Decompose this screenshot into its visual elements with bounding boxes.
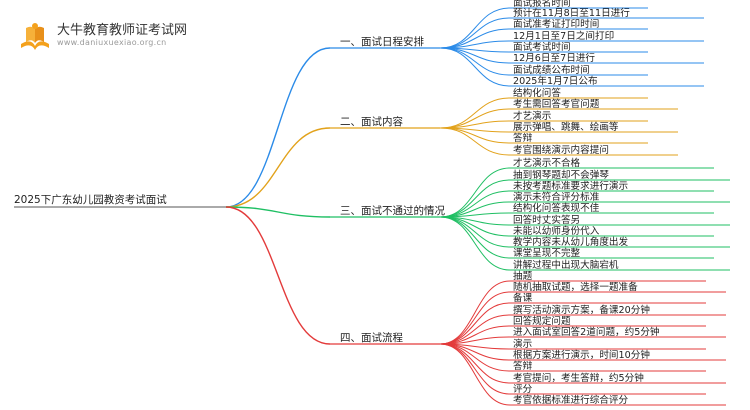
child-connector	[439, 28, 511, 49]
child-connector	[439, 314, 511, 345]
child-connector	[439, 7, 511, 49]
child-label: 备课	[513, 292, 533, 304]
child-label: 未按考题标准要求进行演示	[513, 180, 629, 192]
child-label: 才艺演示不合格	[513, 157, 581, 169]
child-label: 抽题	[513, 270, 533, 282]
child-connector	[439, 216, 511, 271]
child-connector	[439, 97, 511, 129]
site-logo: 大牛教育教师证考试网 www.daniuxuexiao.org.cn	[17, 17, 227, 53]
child-label: 结构化问答	[513, 87, 561, 99]
child-label: 2025年1月7日公布	[513, 75, 598, 87]
child-label: 面试准考证打印时间	[513, 18, 599, 30]
child-label: 答辩	[513, 360, 533, 372]
branch-label: 四、面试流程	[340, 331, 403, 344]
child-label: 结构化问答表现不佳	[513, 202, 600, 214]
child-label: 演示	[513, 338, 533, 350]
child-label: 回答时丈实答另	[513, 214, 580, 226]
child-connector	[439, 216, 511, 237]
branch-connector	[225, 206, 331, 218]
child-connector	[439, 108, 511, 129]
branch-label: 三、面试不通过的情况	[340, 204, 445, 217]
child-connector	[439, 302, 511, 345]
child-label: 演示未符合评分标准	[513, 191, 600, 203]
branch-label: 一、面试日程安排	[340, 35, 424, 48]
branch-label: 二、面试内容	[340, 115, 403, 128]
child-label: 考生需回答考官问题	[513, 98, 600, 110]
branch-connector	[225, 127, 331, 208]
branch-connector	[225, 206, 331, 345]
child-connector	[439, 47, 511, 87]
child-connector	[439, 343, 511, 406]
child-label: 回答规定问题	[513, 315, 571, 327]
child-connector	[439, 291, 511, 345]
child-connector	[439, 343, 511, 372]
child-label: 随机抽取试题，选择一题准备	[513, 281, 638, 293]
child-label: 进入面试室回答2道问题，约5分钟	[513, 326, 660, 338]
child-label: 未能以幼师身份代入	[513, 225, 600, 237]
child-label: 才艺演示	[513, 110, 552, 122]
logo-title: 大牛教育教师证考试网	[57, 23, 188, 38]
child-label: 根据方案进行演示，时间10分钟	[513, 349, 650, 361]
child-label: 考官提问，考生答辩，约5分钟	[513, 372, 644, 384]
child-label: 考官围绕演示内容提问	[513, 144, 609, 156]
child-connector	[439, 280, 511, 345]
child-label: 12月6日至7日进行	[513, 52, 595, 64]
child-label: 预计在11月8日至11日进行	[513, 7, 630, 19]
child-label: 答辩	[513, 132, 533, 144]
child-label: 抽到钢琴题却不会弹琴	[513, 169, 609, 181]
child-label: 课堂呈现不完整	[513, 247, 581, 259]
child-label: 面试考试时间	[513, 41, 571, 53]
root-topic: 2025下广东幼儿园教资考试面试	[14, 193, 167, 206]
child-label: 考官依据标准进行综合评分	[513, 394, 629, 406]
child-label: 评分	[513, 384, 533, 395]
child-connector	[439, 127, 511, 156]
branch-connector	[225, 47, 331, 208]
book-logo-icon	[21, 23, 49, 50]
child-label: 撰写活动演示方案，备课20分钟	[513, 304, 650, 316]
child-label: 展示弹唱、跳舞、绘画等	[513, 121, 619, 133]
child-connector	[439, 179, 511, 218]
child-label: 面试成绩公布时间	[513, 64, 590, 76]
child-label: 12月1日至7日之间打印	[513, 30, 614, 42]
child-connector	[439, 216, 511, 259]
child-connector	[439, 17, 511, 49]
child-label: 教学内容未从幼儿角度出发	[513, 236, 629, 248]
logo-url: www.daniuxuexiao.org.cn	[57, 38, 167, 47]
child-label: 面试报名时间	[513, 0, 571, 9]
child-label: 讲解过程中出现大脑宕机	[513, 259, 619, 271]
child-connector	[439, 343, 511, 384]
